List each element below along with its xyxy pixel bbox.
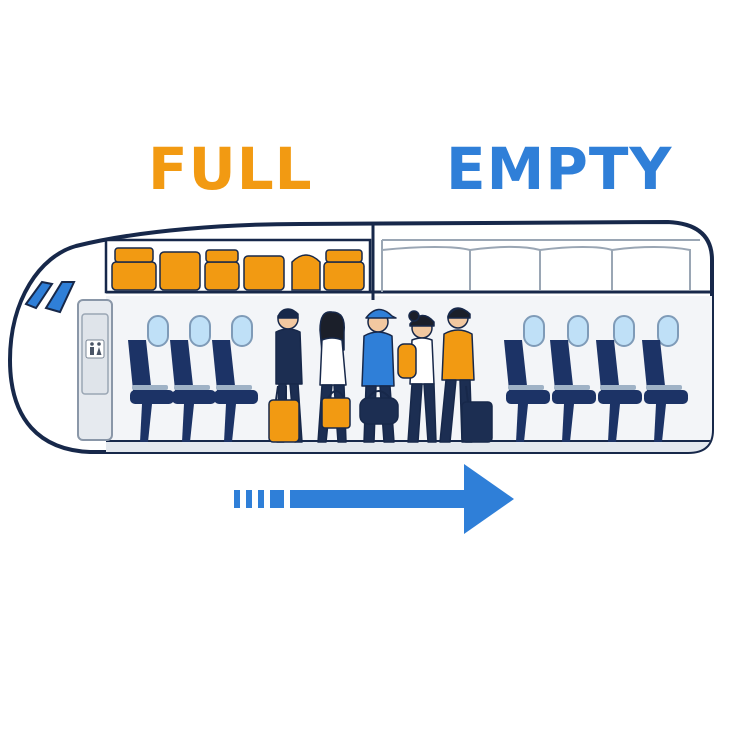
empty-label: EMPTY [446,135,673,203]
seats [128,340,688,442]
window [613,315,635,347]
seat [504,340,550,442]
passenger [317,311,351,443]
cabin-windows [147,315,679,347]
passenger [268,308,303,443]
passenger [359,308,399,443]
arrow-right-icon [234,464,514,534]
seat [596,340,642,442]
seat [170,340,216,442]
window [567,315,589,347]
window [657,315,679,347]
seat [642,340,688,442]
window [147,315,169,347]
window [189,315,211,347]
window [231,315,253,347]
passenger [397,310,437,443]
seat [212,340,258,442]
cockpit-windows [24,280,76,314]
window [523,315,545,347]
empty-bins [381,239,700,292]
cabin-door [77,299,113,441]
passengers [268,307,493,443]
restroom-icon [90,342,102,355]
full-label: FULL [148,135,313,203]
seat [550,340,596,442]
seat [128,340,174,442]
bin-luggage [111,247,365,291]
passenger [439,307,493,443]
